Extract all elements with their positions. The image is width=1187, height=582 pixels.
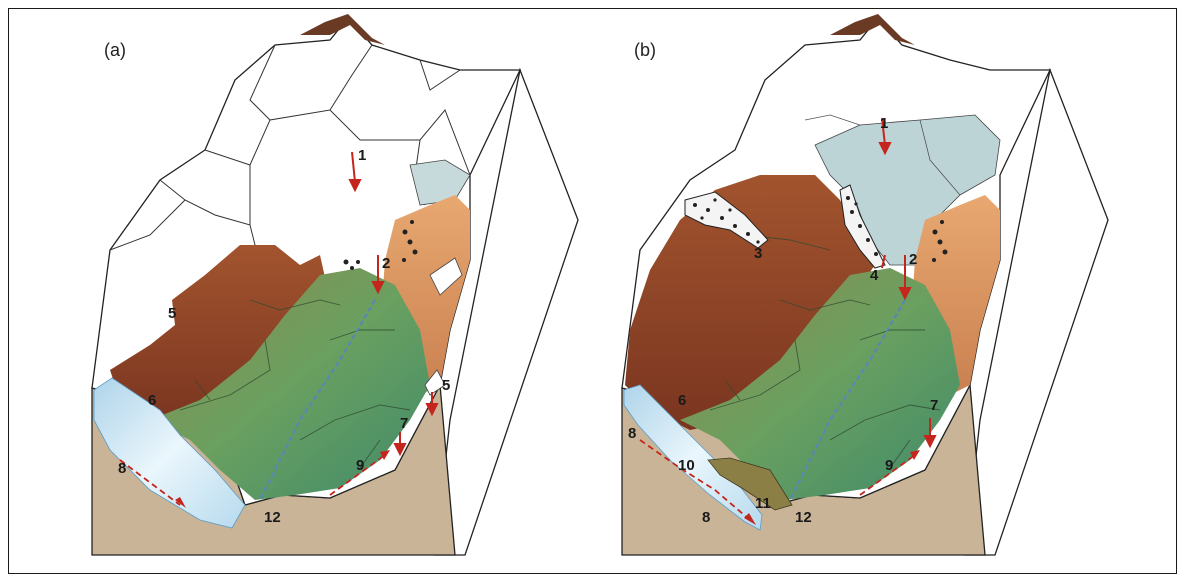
annotation-number: 5 (168, 305, 176, 322)
annotation-number: 8 (118, 460, 126, 477)
annotation-number: 2 (382, 255, 390, 272)
annotation-number: 6 (148, 392, 156, 409)
annotation-number: 12 (264, 509, 281, 526)
annotation-number: 1 (358, 147, 366, 164)
annotation-number: 6 (678, 392, 686, 409)
annotation-number: 8 (702, 509, 710, 526)
annotation-number: 8 (628, 425, 636, 442)
annotation-number: 12 (795, 509, 812, 526)
annotation-number: 1 (880, 115, 888, 132)
annotation-number: 2 (909, 251, 917, 268)
annotation-number: 7 (930, 397, 938, 414)
panel-label: (a) (104, 40, 126, 60)
annotation-number: 7 (400, 415, 408, 432)
annotation-number: 3 (754, 245, 762, 262)
annotation-number: 4 (870, 267, 879, 284)
annotation-number: 11 (755, 495, 771, 512)
annotation-number: 9 (356, 457, 364, 474)
annotation-number: 10 (678, 457, 695, 474)
annotation-number: 9 (885, 457, 893, 474)
panel-b: (b) 1 2 3 4 6 7 8 8 9 10 11 12 (622, 14, 1108, 555)
panel-a: (a) 1 2 5 5 6 7 8 9 12 (92, 14, 578, 555)
annotation-number: 5 (442, 377, 450, 394)
panel-label: (b) (634, 40, 656, 60)
